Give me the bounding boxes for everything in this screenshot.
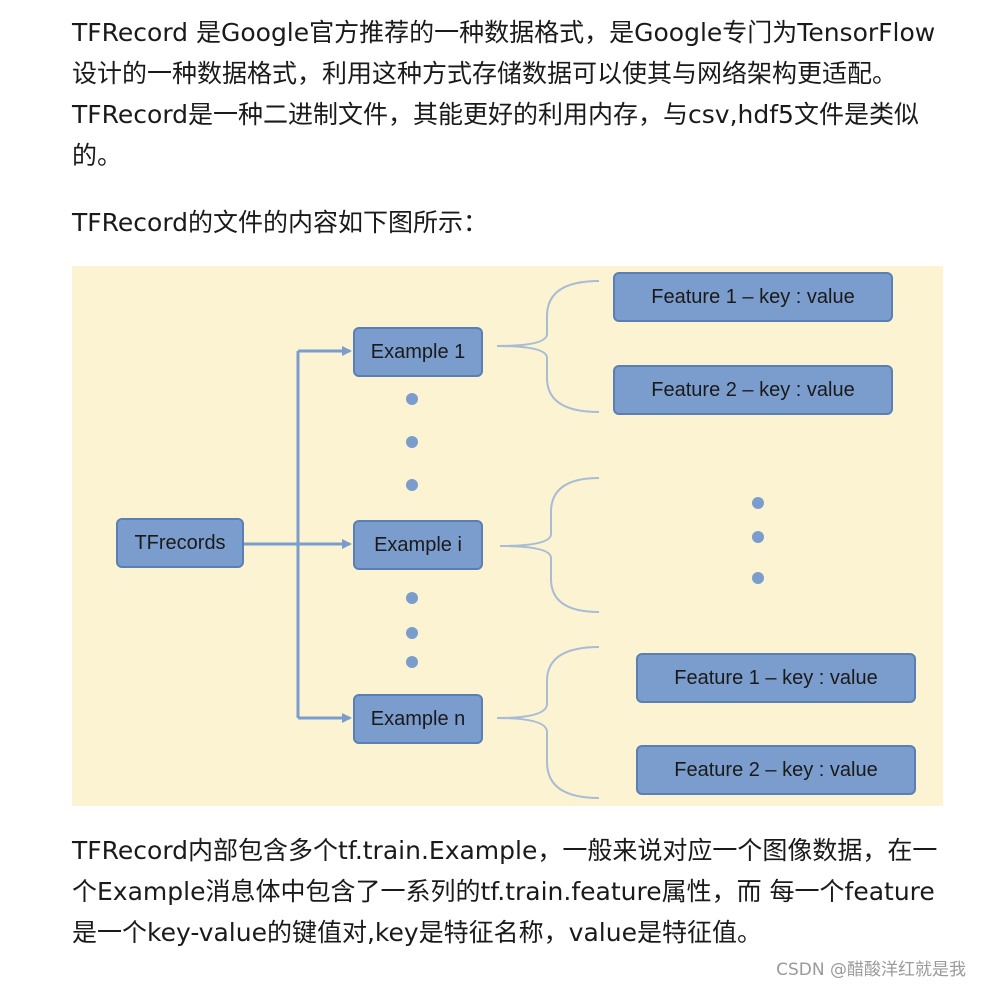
ellipsis-dot bbox=[752, 572, 764, 584]
ellipsis-dot bbox=[406, 592, 418, 604]
diagram-connectors bbox=[244, 280, 764, 799]
ellipsis-dot bbox=[406, 479, 418, 491]
source-watermark: CSDN @醋酸洋红就是我 bbox=[776, 960, 966, 980]
detail-paragraph: TFRecord内部包含多个tf.train.Example，一般来说对应一个图… bbox=[72, 836, 938, 947]
intro-paragraph: TFRecord 是Google官方推荐的一种数据格式，是Google专门为Te… bbox=[72, 18, 936, 170]
feature-2-node: Feature 2 – key : value bbox=[636, 745, 916, 795]
ellipsis-dot bbox=[406, 656, 418, 668]
brace-example-i bbox=[499, 477, 600, 613]
brace-example-n bbox=[496, 646, 600, 799]
ellipsis-dot bbox=[752, 497, 764, 509]
example-n-node: Example n bbox=[353, 694, 483, 744]
ellipsis-dot bbox=[752, 531, 764, 543]
figure-caption: TFRecord的文件的内容如下图所示： bbox=[72, 208, 489, 237]
ellipsis-dot bbox=[406, 627, 418, 639]
tfrecords-node: TFrecords bbox=[116, 518, 244, 568]
brace-example-1 bbox=[496, 280, 600, 413]
example-1-node: Example 1 bbox=[353, 327, 483, 377]
feature-2-node: Feature 2 – key : value bbox=[613, 365, 893, 415]
feature-1-node: Feature 1 – key : value bbox=[613, 272, 893, 322]
ellipsis-dot bbox=[406, 436, 418, 448]
example-i-node: Example i bbox=[353, 520, 483, 570]
tfrecord-structure-diagram: TFrecords Example 1 Example i Example n … bbox=[72, 266, 943, 806]
ellipsis-dot bbox=[406, 393, 418, 405]
feature-1-node: Feature 1 – key : value bbox=[636, 653, 916, 703]
